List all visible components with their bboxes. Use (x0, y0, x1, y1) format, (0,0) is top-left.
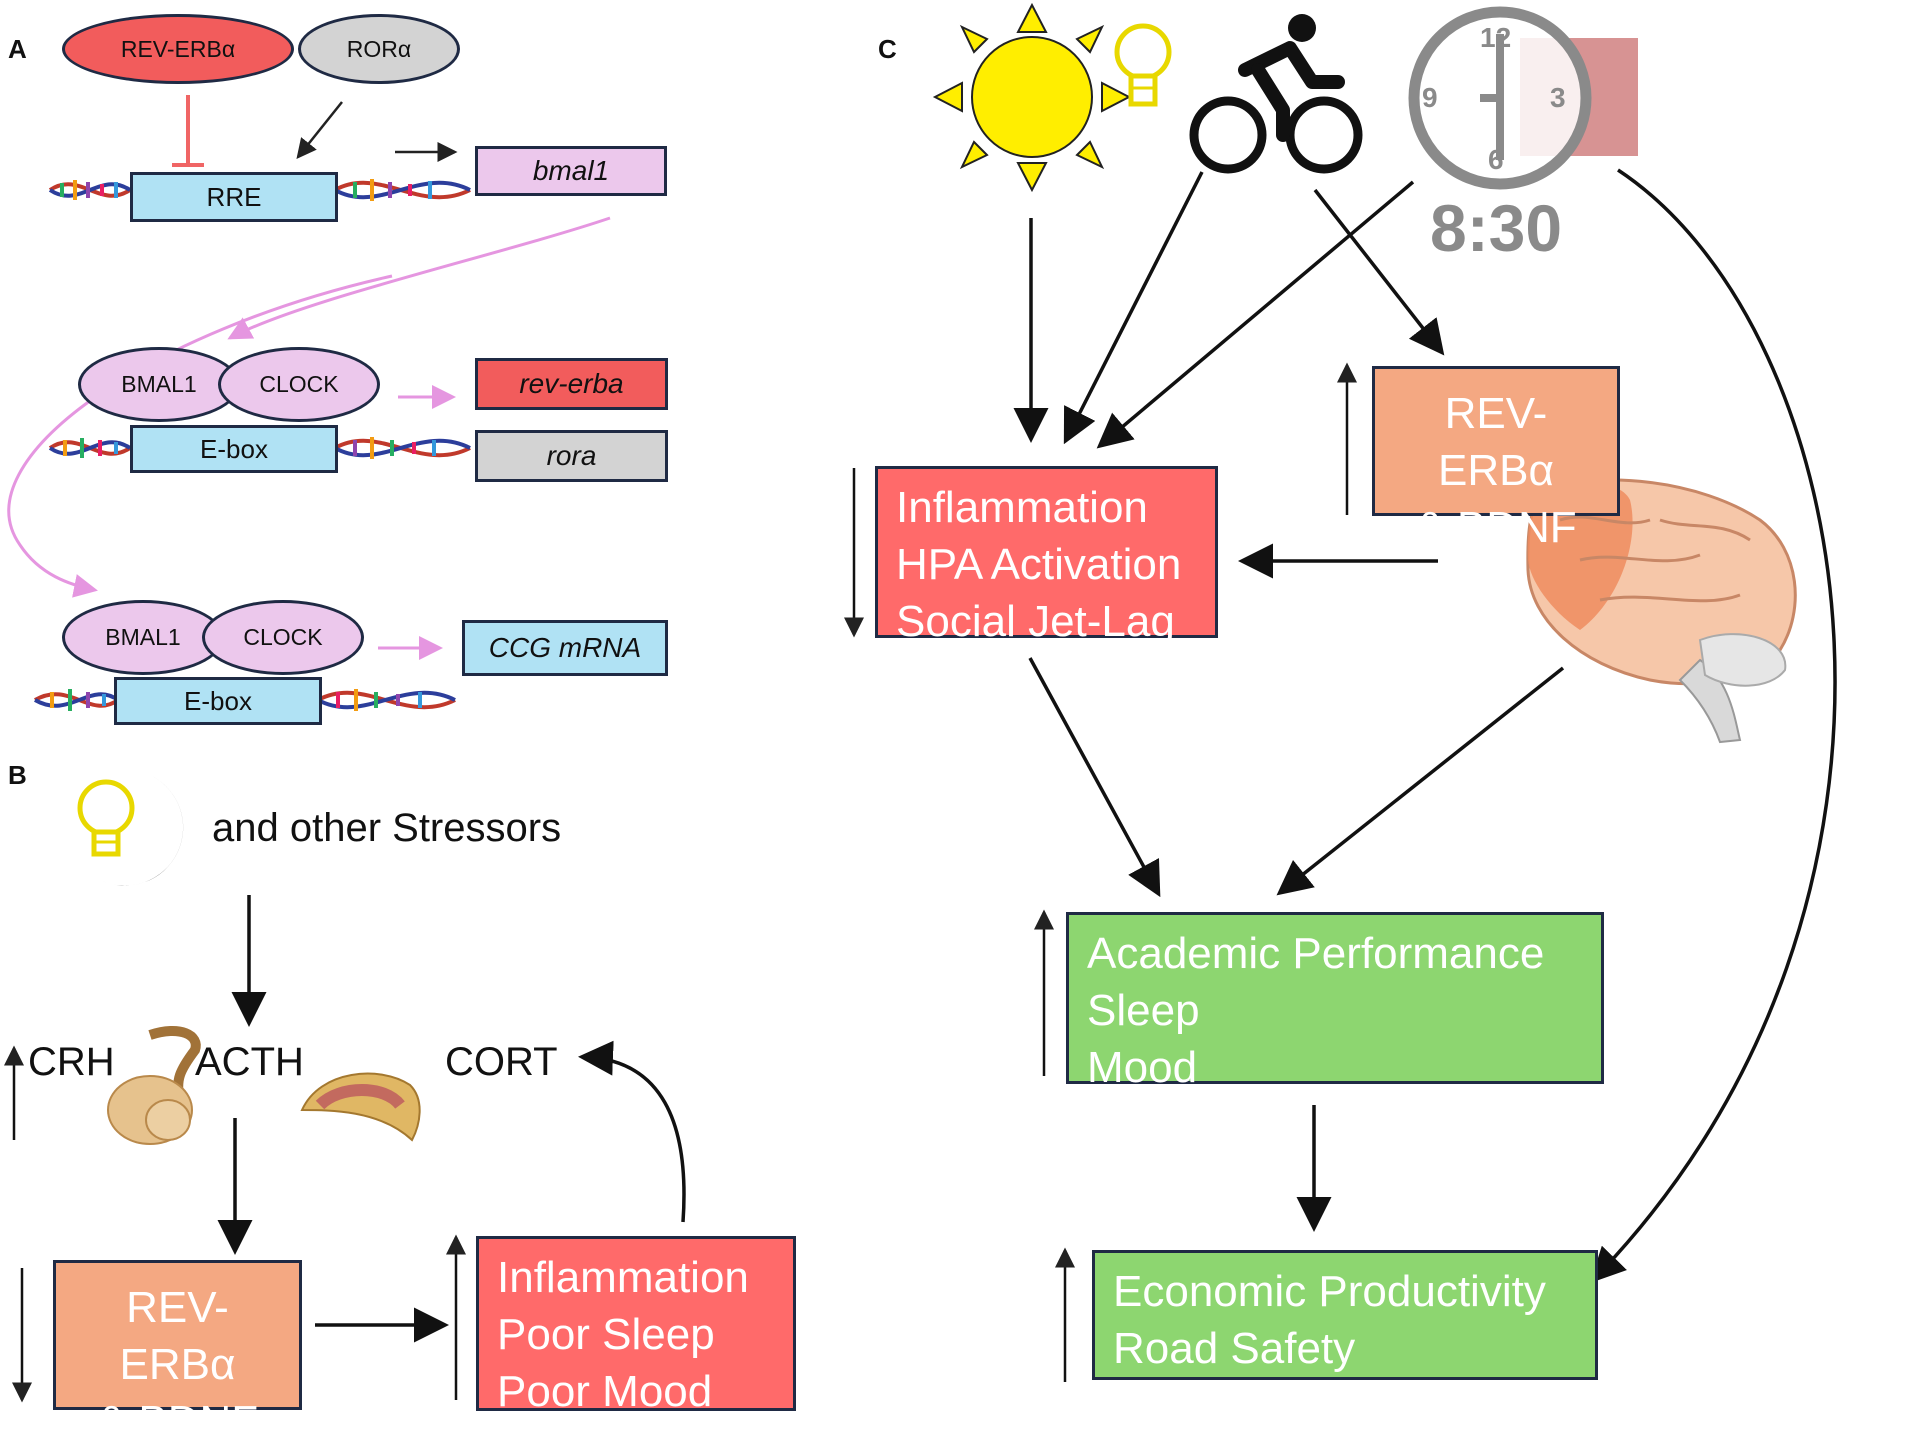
box-line: Economic Productivity (1113, 1267, 1546, 1316)
adrenal-icon (300, 1072, 421, 1142)
acth-label: ACTH (195, 1040, 304, 1084)
brain-icon (1526, 478, 1797, 744)
inflammation-box: Inflammation HPA Activation Social Jet-L… (875, 466, 1218, 646)
flow-arrow (1590, 168, 1837, 1284)
ebox-label: E-box (200, 433, 268, 464)
box-line: Poor Sleep (497, 1310, 715, 1359)
outcomes-box: Inflammation Poor Sleep Poor Mood (476, 1236, 796, 1416)
flow-arrow (1276, 666, 1565, 896)
box-line: Inflammation (896, 483, 1148, 532)
rev-erba-protein: REV-ERBα (62, 14, 294, 84)
lightbulb-icon (1114, 23, 1172, 107)
bmal1-feedback-arrow (7, 274, 393, 598)
bmal1-protein: BMAL1 (62, 600, 224, 675)
flow-arrow (1096, 180, 1415, 449)
dna-helix-icon (34, 689, 456, 711)
clock-protein-label: CLOCK (259, 371, 339, 397)
clock-protein: CLOCK (202, 600, 364, 675)
rev-erba-label: REV-ERBα (120, 35, 236, 62)
rre-element: RRE (130, 172, 338, 222)
rora-gene-label: rora (546, 440, 597, 471)
clock-number-3: 3 (1550, 82, 1566, 113)
cort-label: CORT (445, 1040, 558, 1084)
bmal1-protein-label: BMAL1 (105, 624, 181, 650)
feedback-arrow (578, 1040, 686, 1223)
economic-box: Economic Productivity Road Safety (1092, 1250, 1598, 1380)
flow-arrow (1313, 188, 1445, 356)
rora-protein: RORα (298, 14, 460, 84)
rev-erba-bdnf-box: REV-ERBα & BDNF (53, 1260, 302, 1446)
box-line: Social Jet-Lag (896, 597, 1175, 646)
pituitary-icon (107, 1026, 201, 1145)
bmal1-protein: BMAL1 (78, 347, 240, 422)
dna-helix-icon (48, 437, 471, 459)
box-line: Sleep (1087, 986, 1200, 1035)
box-line: & BDNF (1415, 503, 1577, 552)
bmal1-protein-label: BMAL1 (121, 371, 197, 397)
box-line: Academic Performance (1087, 929, 1545, 978)
rora-gene-box: rora (475, 430, 668, 482)
ccg-mrna-box: CCG mRNA (462, 620, 668, 676)
clock-protein: CLOCK (218, 347, 380, 422)
diagram-graphics (3, 2, 1837, 1403)
rre-label: RRE (206, 181, 262, 212)
clock-number-12: 12 (1480, 22, 1512, 53)
bmal1-gene-label: bmal1 (532, 155, 610, 186)
dna-helix-icon (48, 179, 471, 201)
rora-label: RORα (346, 35, 412, 62)
ebox-element: E-box (130, 425, 338, 473)
activation-arrow (296, 101, 343, 159)
box-line: REV-ERBα (119, 1283, 236, 1389)
panel-label-a: A (8, 34, 27, 64)
box-line: HPA Activation (896, 540, 1182, 589)
rev-erba-bdnf-box: REV-ERBα & BDNF (1372, 366, 1620, 552)
rev-erba-gene-label: rev-erba (519, 368, 624, 399)
alarm-clock-icon (1408, 6, 1638, 190)
box-line: Road Safety (1113, 1324, 1356, 1373)
rev-erba-gene-box: rev-erba (475, 358, 668, 410)
clock-time-label: 8:30 (1430, 191, 1563, 265)
ccg-mrna-label: CCG mRNA (488, 632, 642, 663)
box-line: & BDNF (96, 1397, 259, 1446)
cyclist-icon (1189, 14, 1363, 174)
ebox-element: E-box (114, 677, 322, 725)
ebox-label: E-box (184, 685, 252, 716)
panel-label-b: B (8, 760, 27, 790)
flow-arrow (1063, 171, 1204, 445)
lightbulb-icon (77, 779, 135, 857)
box-line: Inflammation (497, 1253, 749, 1302)
crh-label: CRH (28, 1040, 115, 1084)
box-line: Mood (1087, 1043, 1198, 1092)
bmal1-gene-box: bmal1 (475, 146, 667, 196)
clock-number-6: 6 (1488, 144, 1504, 175)
sun-icon (932, 2, 1132, 193)
bmal1-feedback-arrow (227, 216, 611, 340)
box-line: REV-ERBα (1438, 389, 1554, 495)
clock-protein-label: CLOCK (243, 624, 323, 650)
clock-number-9: 9 (1422, 82, 1438, 113)
panel-label-c: C (878, 34, 897, 64)
figure: A B C REV-ERBα RORα RRE bmal1 BMAL1 CLOC… (3, 2, 1837, 1446)
box-line: Poor Mood (497, 1367, 713, 1416)
stressors-label: and other Stressors (212, 806, 562, 850)
academic-box: Academic Performance Sleep Mood (1066, 912, 1604, 1092)
flow-arrow (1028, 657, 1161, 898)
